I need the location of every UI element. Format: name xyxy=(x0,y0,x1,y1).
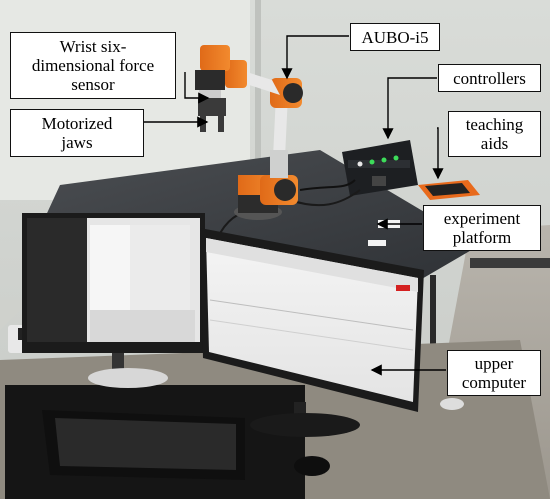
gripper xyxy=(198,98,226,116)
label-aubo: AUBO-i5 xyxy=(350,23,440,51)
force-sensor xyxy=(199,90,221,98)
label-teaching-aids: teaching aids xyxy=(448,111,541,157)
label-wrist-sensor: Wrist six- dimensional force sensor xyxy=(10,32,176,99)
label-controllers: controllers xyxy=(438,64,541,92)
label-upper-computer: upper computer xyxy=(447,350,541,396)
label-motorized-jaws: Motorized jaws xyxy=(10,109,144,157)
label-experiment-platform: experiment platform xyxy=(423,205,541,251)
mouse xyxy=(294,456,330,476)
